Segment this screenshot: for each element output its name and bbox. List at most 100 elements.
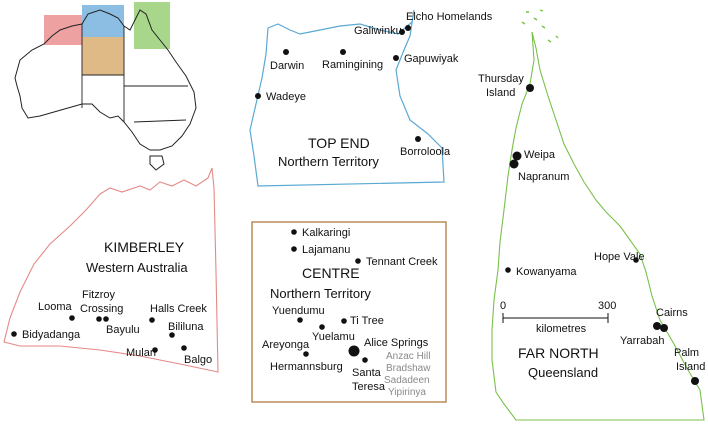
place-label: Santa	[352, 367, 382, 379]
place-dot	[512, 151, 522, 161]
centre-subtitle: Northern Territory	[270, 286, 371, 301]
inset-centre-highlight	[82, 37, 124, 75]
place-label: Hope Vale	[594, 251, 645, 263]
place-label: Bililuna	[168, 321, 204, 333]
place-label: Halls Creek	[150, 303, 207, 315]
place-label: Borroloola	[400, 146, 451, 158]
place-label: Lajamanu	[302, 244, 350, 256]
place-dot	[303, 351, 309, 357]
kimberley-outline	[3, 167, 219, 373]
place-label: Yuendumu	[272, 305, 325, 317]
australia-inset	[14, 2, 197, 171]
place-label: Palm	[674, 347, 699, 359]
place-label: Yuelamu	[312, 331, 355, 343]
place-label: Thursday	[478, 73, 524, 85]
inset-top-end-highlight	[82, 5, 124, 37]
place-dot	[633, 257, 639, 263]
place-dot	[691, 377, 699, 385]
place-dot	[169, 332, 175, 338]
place-label: Yarrabah	[620, 335, 664, 347]
place-label: Areyonga	[262, 339, 310, 351]
australia-outline	[14, 9, 197, 151]
place-label: Bayulu	[106, 324, 140, 336]
place-dot	[393, 55, 399, 61]
place-label: Kalkaringi	[302, 227, 350, 239]
place-dot	[340, 49, 346, 55]
alice-springs-suburb-label: Sadadeen	[384, 375, 430, 386]
place-label: Tennant Creek	[366, 256, 438, 268]
scale-max-label: 300	[598, 300, 616, 312]
top-end-title: TOP END	[308, 135, 370, 151]
alice-springs-suburb-label: Bradshaw	[386, 363, 431, 374]
place-label: Alice Springs	[364, 337, 429, 349]
place-dot	[255, 93, 261, 99]
centre-title: CENTRE	[302, 265, 360, 281]
top-end-subtitle: Northern Territory	[278, 154, 379, 169]
place-dot	[291, 246, 297, 252]
place-dot	[181, 345, 187, 351]
top-end-outline	[249, 9, 445, 187]
far-north-subtitle: Queensland	[528, 365, 598, 380]
place-label: Balgo	[184, 354, 212, 366]
place-dot	[348, 345, 360, 357]
place-dot	[355, 258, 361, 264]
place-dot	[291, 229, 297, 235]
place-label: Wadeye	[266, 91, 306, 103]
place-dot	[11, 331, 17, 337]
scale-unit-label: kilometres	[536, 323, 587, 335]
place-label: Napranum	[518, 171, 569, 183]
scale-min-label: 0	[500, 300, 506, 312]
place-dot	[399, 29, 405, 35]
place-label: Weipa	[524, 149, 556, 161]
place-dot	[415, 136, 421, 142]
centre-region: CENTRE Northern Territory Kalkaringi Laj…	[251, 221, 447, 403]
place-dot	[96, 316, 102, 322]
place-label: Cairns	[656, 307, 688, 319]
inset-kimberley-highlight	[44, 15, 82, 45]
place-label: Mulan	[126, 347, 156, 359]
place-dot	[526, 84, 534, 92]
torres-islands	[521, 9, 559, 43]
place-label: Hermannsburg	[270, 361, 343, 373]
place-dot	[362, 357, 368, 363]
tasmania-outline	[149, 155, 165, 171]
state-borders	[81, 24, 188, 123]
centre-outline	[251, 221, 447, 403]
place-dot	[660, 324, 668, 332]
place-dot	[405, 25, 411, 31]
place-dot	[319, 324, 325, 330]
place-dot	[653, 322, 661, 330]
place-label: Island	[676, 361, 705, 373]
place-label: Galiwinku	[354, 25, 402, 37]
far-north-region: FAR NORTH Queensland Thursday Island Wei…	[478, 9, 705, 421]
place-dot	[505, 267, 511, 273]
place-label: Elcho Homelands	[406, 11, 493, 23]
place-label: Crossing	[80, 303, 123, 315]
kimberley-title: KIMBERLEY	[104, 239, 185, 255]
place-label: Darwin	[270, 60, 304, 72]
place-dot	[69, 315, 75, 321]
scale-bar: 0 300 kilometres	[500, 300, 616, 335]
place-label: Looma	[38, 301, 73, 313]
place-label: Fitzroy	[82, 289, 116, 301]
top-end-region: TOP END Northern Territory Elcho Homelan…	[249, 9, 493, 187]
alice-springs-suburb-label: Yipirinya	[388, 387, 426, 398]
place-dot	[149, 317, 155, 323]
place-label: Ramingining	[322, 59, 383, 71]
place-label: Island	[486, 87, 515, 99]
place-dot	[103, 316, 109, 322]
place-dot	[283, 49, 289, 55]
place-label: Kowanyama	[516, 266, 577, 278]
far-north-outline	[491, 31, 705, 421]
kimberley-region: KIMBERLEY Western Australia Fitzroy Cros…	[3, 167, 219, 373]
place-label: Gapuwiyak	[404, 53, 459, 65]
place-dot	[297, 317, 303, 323]
kimberley-subtitle: Western Australia	[86, 260, 188, 275]
far-north-title: FAR NORTH	[518, 345, 599, 361]
place-dot	[152, 347, 158, 353]
place-label: Ti Tree	[350, 315, 384, 327]
place-dot	[509, 159, 519, 169]
inset-far-north-highlight	[134, 2, 170, 49]
place-dot	[341, 318, 347, 324]
